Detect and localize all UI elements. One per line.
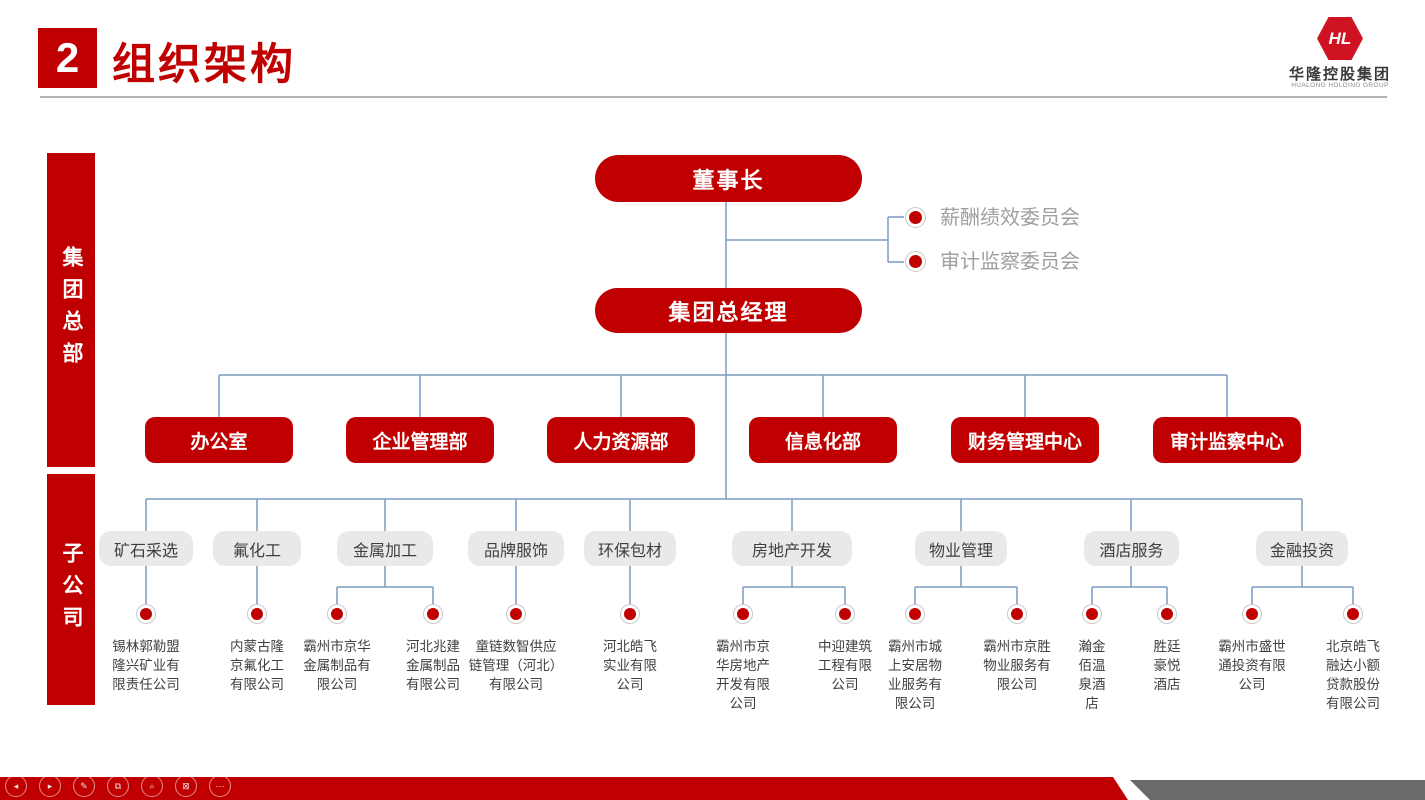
dept-box-finance-center: 财务管理中心	[951, 417, 1099, 463]
category-box-metal: 金属加工	[337, 531, 433, 566]
category-box-property: 物业管理	[915, 531, 1007, 566]
bottom-bar-gray-accent	[1130, 780, 1425, 800]
section-number-badge: 2	[38, 28, 97, 88]
next-slide-icon[interactable]: ▸	[39, 775, 61, 797]
dept-box-audit-center: 审计监察中心	[1153, 417, 1301, 463]
chairman-node: 董事长	[595, 155, 862, 202]
display-toggle-icon[interactable]: ⊠	[175, 775, 197, 797]
category-box-apparel: 品牌服饰	[468, 531, 564, 566]
general-manager-node: 集团总经理	[595, 288, 862, 333]
company-dot-icon	[136, 604, 156, 624]
company-dot-icon	[1007, 604, 1027, 624]
committee-label: 审计监察委员会	[940, 251, 1080, 273]
category-box-fluorochemical: 氟化工	[213, 531, 301, 566]
company-label: 中迎建筑 工程有限 公司	[818, 639, 872, 692]
category-box-packaging: 环保包材	[584, 531, 676, 566]
company-label: 河北兆建 金属制品 有限公司	[406, 639, 460, 692]
company-label: 锡林郭勒盟 隆兴矿业有 限责任公司	[112, 639, 180, 692]
company-label: 霸州市京 华房地产 开发有限 公司	[716, 639, 770, 711]
dept-box-it: 信息化部	[749, 417, 897, 463]
dept-box-enterprise-mgmt: 企业管理部	[346, 417, 494, 463]
company-label: 霸州市城 上安居物 业服务有 限公司	[888, 639, 942, 711]
company-dot-icon	[1082, 604, 1102, 624]
company-label: 北京皓飞 融达小额 贷款股份 有限公司	[1326, 639, 1380, 711]
previous-slide-icon[interactable]: ◂	[5, 775, 27, 797]
committee-label: 薪酬绩效委员会	[940, 207, 1080, 229]
zoom-tool-icon[interactable]: ⌕	[141, 775, 163, 797]
header-divider	[40, 96, 1387, 98]
sidebar-group-hq-bar: 集团总部	[47, 153, 95, 467]
logo-company-name-en: HUALONG HOLDING GROUP	[1291, 82, 1389, 89]
logo-company-name-cn: 华隆控股集团	[1288, 66, 1391, 83]
category-box-finance: 金融投资	[1256, 531, 1348, 566]
sidebar-group-hq-label: 集团总部	[60, 246, 83, 374]
page-title: 组织架构	[112, 41, 296, 89]
company-dot-icon	[835, 604, 855, 624]
pen-tool-icon[interactable]: ✎	[73, 775, 95, 797]
slide-panel-icon[interactable]: ⧉	[107, 775, 129, 797]
committee-bullet-icon	[905, 251, 926, 272]
company-label: 霸州市京胜 物业服务有 限公司	[983, 639, 1051, 692]
company-dot-icon	[620, 604, 640, 624]
more-options-icon[interactable]: ⋯	[209, 775, 231, 797]
sidebar-subsidiaries-label: 子公司	[60, 541, 83, 638]
dept-box-hr: 人力资源部	[547, 417, 695, 463]
committee-bullet-icon	[905, 207, 926, 228]
company-label: 河北皓飞 实业有限 公司	[603, 639, 657, 692]
company-dot-icon	[247, 604, 267, 624]
company-dot-icon	[327, 604, 347, 624]
category-box-mining: 矿石采选	[99, 531, 193, 566]
company-label: 胜廷 豪悦 酒店	[1153, 639, 1181, 692]
company-label: 童链数智供应 链管理（河北） 有限公司	[468, 639, 564, 692]
company-dot-icon	[423, 604, 443, 624]
company-label: 霸州市盛世 通投资有限 公司	[1218, 639, 1286, 692]
sidebar-subsidiaries-bar: 子公司	[47, 474, 95, 705]
company-label: 霸州市京华 金属制品有 限公司	[303, 639, 371, 692]
company-label: 内蒙古隆 京氟化工 有限公司	[230, 639, 284, 692]
company-dot-icon	[1343, 604, 1363, 624]
company-dot-icon	[1242, 604, 1262, 624]
company-dot-icon	[733, 604, 753, 624]
logo-monogram: HL	[1328, 28, 1352, 48]
bottom-bar-red	[0, 777, 1128, 800]
dept-box-office: 办公室	[145, 417, 293, 463]
company-dot-icon	[1157, 604, 1177, 624]
category-box-realestate: 房地产开发	[732, 531, 852, 566]
category-box-hotel: 酒店服务	[1084, 531, 1179, 566]
company-dot-icon	[506, 604, 526, 624]
company-dot-icon	[905, 604, 925, 624]
company-label: 瀚金 佰温 泉酒 店	[1078, 639, 1106, 711]
